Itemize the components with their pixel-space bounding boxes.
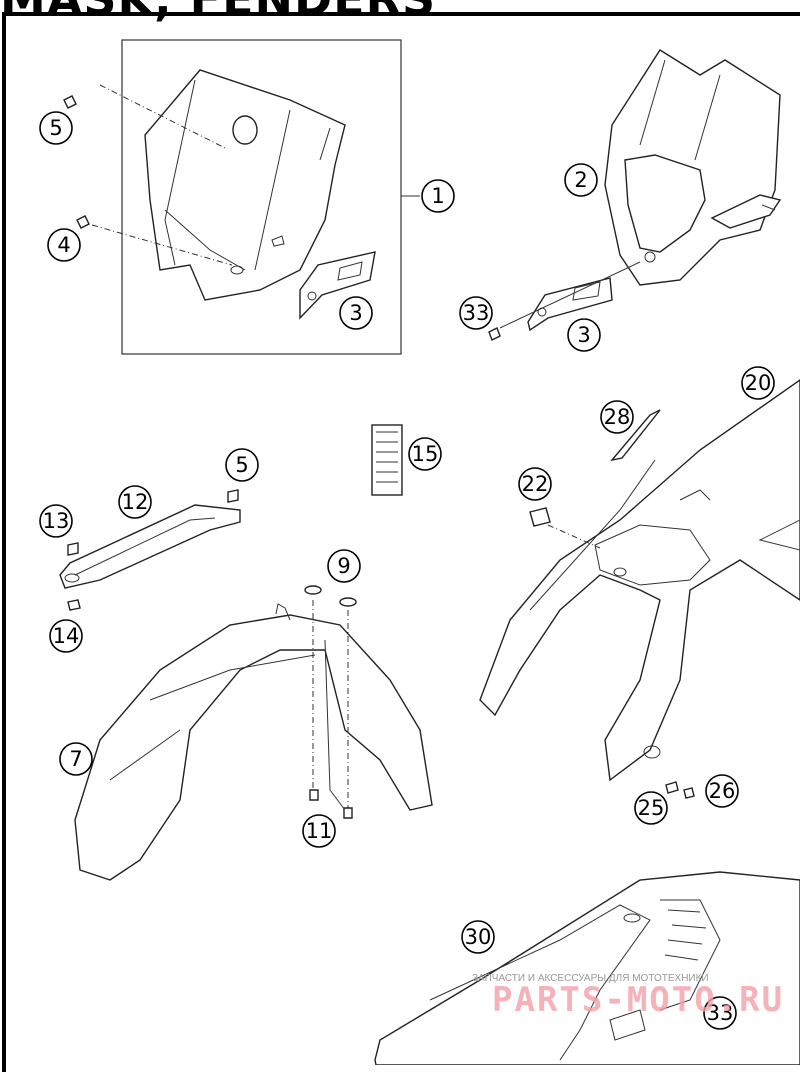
svg-text:2: 2 [574,168,587,192]
callout-15: 15 [408,437,442,471]
callout-33-top: 33 [459,296,493,330]
callout-20: 20 [741,366,775,400]
svg-text:25: 25 [638,796,665,820]
side-cover-30 [374,871,800,1065]
svg-text:7: 7 [69,747,82,771]
bolt-11a [309,789,319,801]
svg-text:14: 14 [53,624,80,648]
callout-3-left: 3 [339,296,373,330]
decal-28 [610,409,661,462]
callout-9: 9 [327,549,361,583]
nut-22 [529,507,551,527]
svg-text:5: 5 [49,116,62,140]
callout-11: 11 [302,814,336,848]
svg-text:4: 4 [57,233,70,257]
screw-4 [76,215,90,229]
svg-text:20: 20 [745,371,772,395]
svg-text:1: 1 [431,184,444,208]
rear-fender-20 [479,379,800,782]
callout-33-bottom: 33 [703,996,737,1030]
svg-text:15: 15 [412,442,439,466]
nut-14 [67,599,81,611]
callout-12: 12 [118,485,152,519]
bolt-11b [343,807,353,819]
screw-5-mid [227,489,239,503]
svg-text:22: 22 [522,472,549,496]
decal-left [299,251,376,320]
watermark-brand: PARTS-MOTO.RU [492,980,785,1020]
svg-text:33: 33 [707,1001,734,1025]
callout-5-top: 5 [39,111,73,145]
washer-25 [665,781,679,794]
headlight-mask-left [144,69,346,301]
diagram-frame [2,12,800,1072]
callout-26: 26 [705,774,739,808]
washer-9a [304,585,322,595]
callout-28: 28 [600,400,634,434]
headlight-mask-right [604,49,782,286]
callout-14: 14 [49,619,83,653]
callout-7: 7 [59,742,93,776]
washer-9b [339,597,357,607]
watermark-caption: ЗАПЧАСТИ И АКСЕССУАРЫ ДЛЯ МОТОТЕХНИКИ [472,973,709,984]
svg-text:9: 9 [337,554,350,578]
front-fender-7 [74,603,433,881]
assembly-box [121,39,402,355]
screw-5-top [63,95,77,109]
svg-text:13: 13 [43,509,70,533]
callout-13: 13 [39,504,73,538]
screw-13 [67,542,79,556]
callout-3-right: 3 [567,318,601,352]
callout-1: 1 [421,179,455,213]
callout-5-mid: 5 [225,448,259,482]
svg-text:5: 5 [235,453,248,477]
callout-25: 25 [634,791,668,825]
svg-text:26: 26 [709,779,736,803]
svg-text:3: 3 [349,301,362,325]
screw-33-top [488,327,501,341]
svg-text:11: 11 [306,819,333,843]
svg-text:3: 3 [577,323,590,347]
svg-text:28: 28 [604,405,631,429]
fender-extension-12 [59,504,241,589]
screw-26 [683,787,695,799]
callout-4: 4 [47,228,81,262]
callout-30: 30 [461,920,495,954]
callout-2: 2 [564,163,598,197]
callout-22: 22 [518,467,552,501]
decal-right [527,277,613,332]
svg-text:12: 12 [122,490,149,514]
svg-text:30: 30 [465,925,492,949]
svg-text:33: 33 [463,301,490,325]
air-filter-15 [371,424,403,496]
